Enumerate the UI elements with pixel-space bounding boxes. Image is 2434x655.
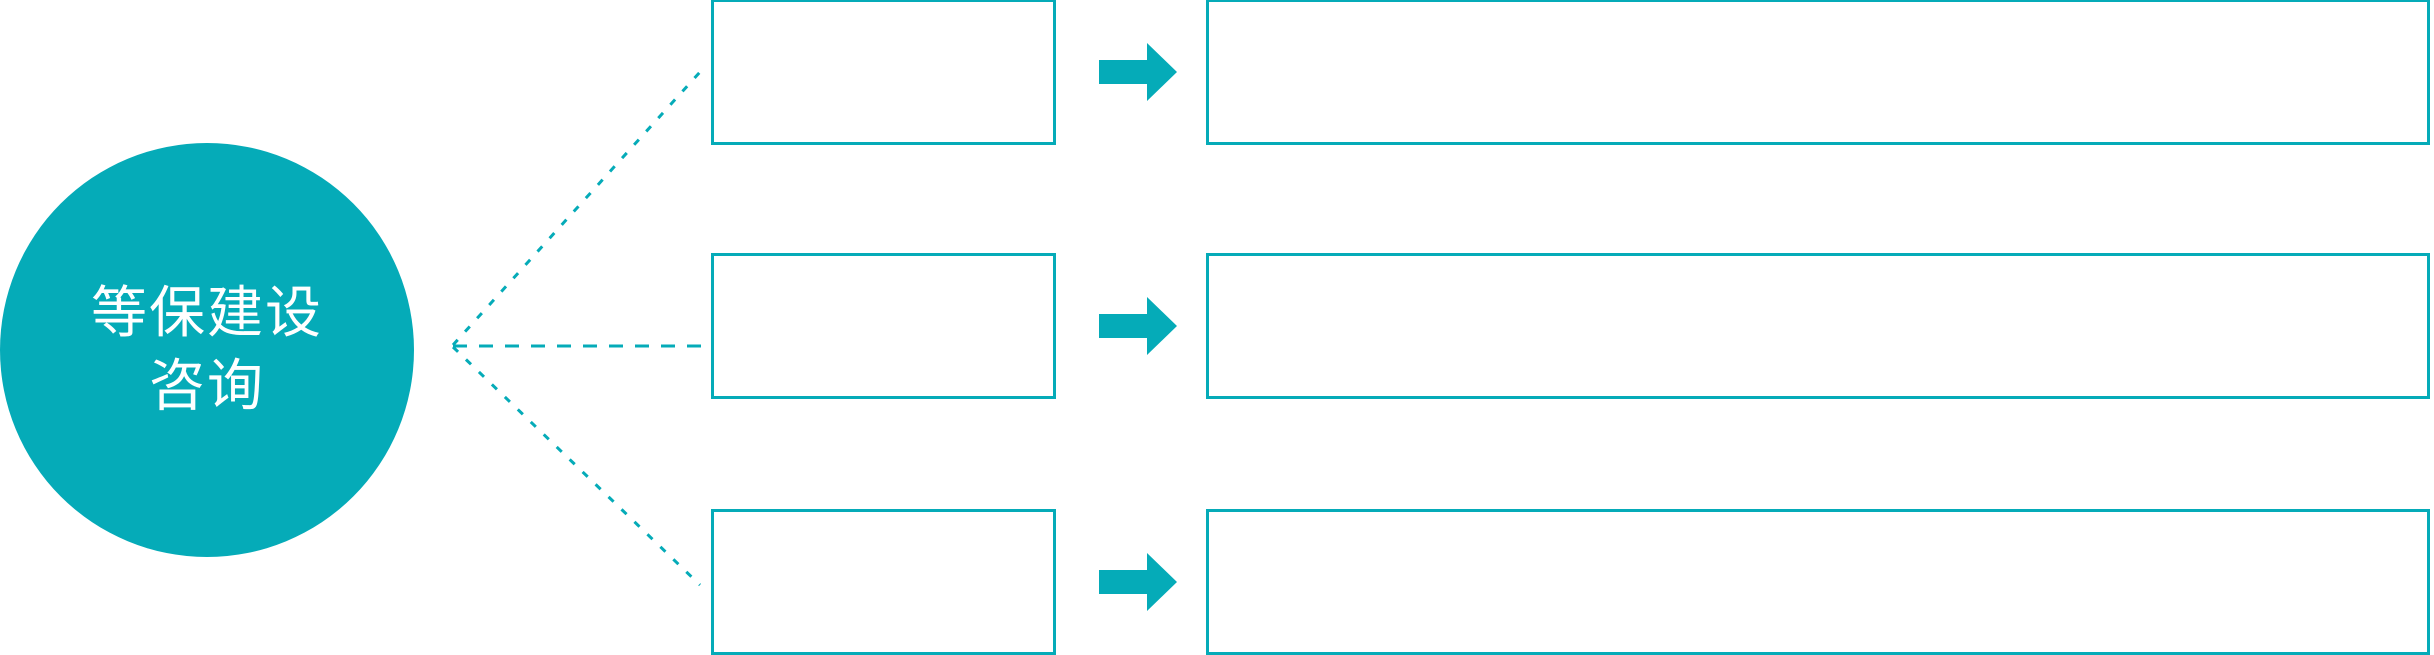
right-block-arrow-icon-3	[1099, 553, 1177, 611]
right-block-arrow-icon-1	[1099, 43, 1177, 101]
hub-label-line-2: 咨询	[149, 354, 265, 417]
diagram-row-2	[0, 253, 2434, 399]
right-block-arrow-icon-2	[1099, 297, 1177, 355]
stage-box-3[interactable]	[711, 509, 1056, 655]
stage-box-1[interactable]	[711, 0, 1056, 145]
hub-circle[interactable]: 等保建设 咨询	[0, 143, 414, 557]
detail-box-2[interactable]	[1206, 253, 2430, 399]
diagram-row-3	[0, 509, 2434, 655]
stage-box-2[interactable]	[711, 253, 1056, 399]
hub-label-line-1: 等保建设	[91, 281, 323, 345]
diagram-row-1	[0, 0, 2434, 145]
detail-box-3[interactable]	[1206, 509, 2430, 655]
detail-box-1[interactable]	[1206, 0, 2430, 145]
